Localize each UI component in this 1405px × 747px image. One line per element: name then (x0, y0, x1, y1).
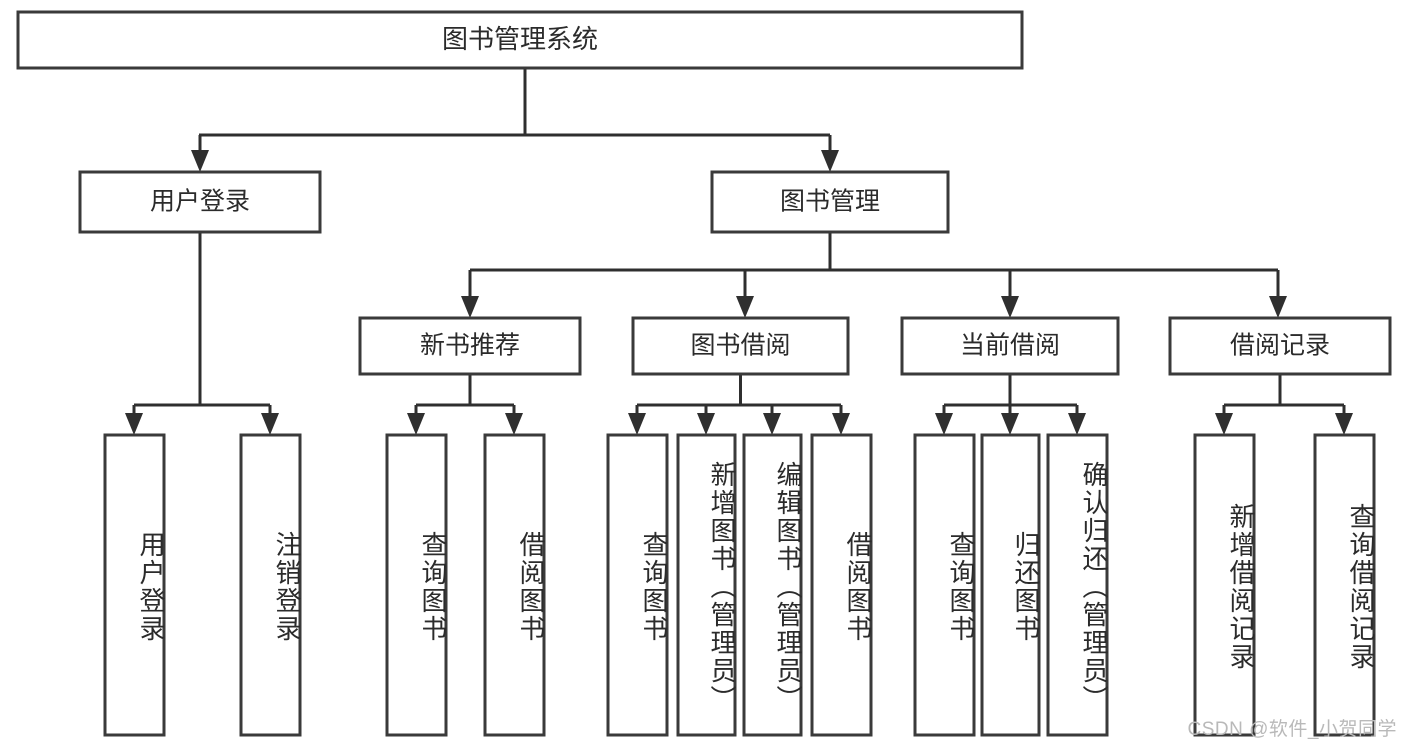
node-box-leaf-4[interactable] (606, 433, 669, 737)
node-box-leaf-11[interactable] (1193, 433, 1256, 737)
node-label-root: 图书管理系统 (442, 24, 598, 54)
node-box-leaf-2[interactable] (385, 433, 448, 737)
arrow-head-icon-leaf-1-1 (505, 413, 523, 435)
arrow-head-icon-leaf-0-0 (125, 413, 143, 435)
node-box-level3-1[interactable] (631, 316, 850, 376)
arrow-head-icon-leaf-4-0 (1215, 413, 1233, 435)
node-box-level3-2[interactable] (900, 316, 1120, 376)
arrow-head-icon-leaf-3-1 (1001, 413, 1019, 435)
node-box-leaf-10[interactable] (1046, 433, 1109, 737)
arrow-head-icon-level3-2 (1001, 296, 1019, 318)
arrow-head-icon-leaf-2-3 (832, 413, 850, 435)
node-box-level3-0[interactable] (358, 316, 582, 376)
arrow-head-icon-leaf-3-0 (935, 413, 953, 435)
node-box-level2-1[interactable] (710, 170, 950, 234)
arrow-head-icon-leaf-1-0 (407, 413, 425, 435)
arrow-head-icon-leaf-2-1 (697, 413, 715, 435)
node-box-root[interactable] (16, 10, 1024, 70)
arrow-head-icon-level2-0 (191, 150, 209, 172)
node-box-level3-3[interactable] (1168, 316, 1392, 376)
node-label-level3-2: 当前借阅 (960, 332, 1060, 360)
arrow-head-icon-leaf-0-1 (261, 413, 279, 435)
arrow-head-icon-leaf-4-1 (1335, 413, 1353, 435)
arrow-head-icon-leaf-3-2 (1068, 413, 1086, 435)
node-label-level2-1: 图书管理 (780, 188, 880, 216)
arrow-head-icon-leaf-2-2 (763, 413, 781, 435)
node-box-leaf-5[interactable] (676, 433, 737, 737)
arrow-head-icon-level3-0 (461, 296, 479, 318)
node-box-leaf-0[interactable] (103, 433, 166, 737)
node-box-leaf-1[interactable] (239, 433, 302, 737)
node-box-leaf-6[interactable] (742, 433, 803, 737)
arrow-head-icon-level3-3 (1269, 296, 1287, 318)
node-label-level3-1: 图书借阅 (690, 332, 790, 360)
node-box-leaf-8[interactable] (913, 433, 976, 737)
node-box-leaf-7[interactable] (810, 433, 873, 737)
node-box-level2-0[interactable] (78, 170, 322, 234)
watermark-text: CSDN @软件_小贺同学 (1187, 719, 1397, 740)
node-box-leaf-12[interactable] (1313, 433, 1376, 737)
node-label-level2-0: 用户登录 (150, 188, 250, 216)
node-label-level3-0: 新书推荐 (420, 332, 520, 360)
arrow-head-icon-level3-1 (736, 296, 754, 318)
node-box-leaf-3[interactable] (483, 433, 546, 737)
boxes-layer (16, 10, 1392, 737)
arrow-head-icon-level2-1 (821, 150, 839, 172)
node-box-leaf-9[interactable] (980, 433, 1041, 737)
connectors-layer (125, 68, 1353, 435)
node-label-level3-3: 借阅记录 (1230, 332, 1330, 360)
arrow-head-icon-leaf-2-0 (628, 413, 646, 435)
